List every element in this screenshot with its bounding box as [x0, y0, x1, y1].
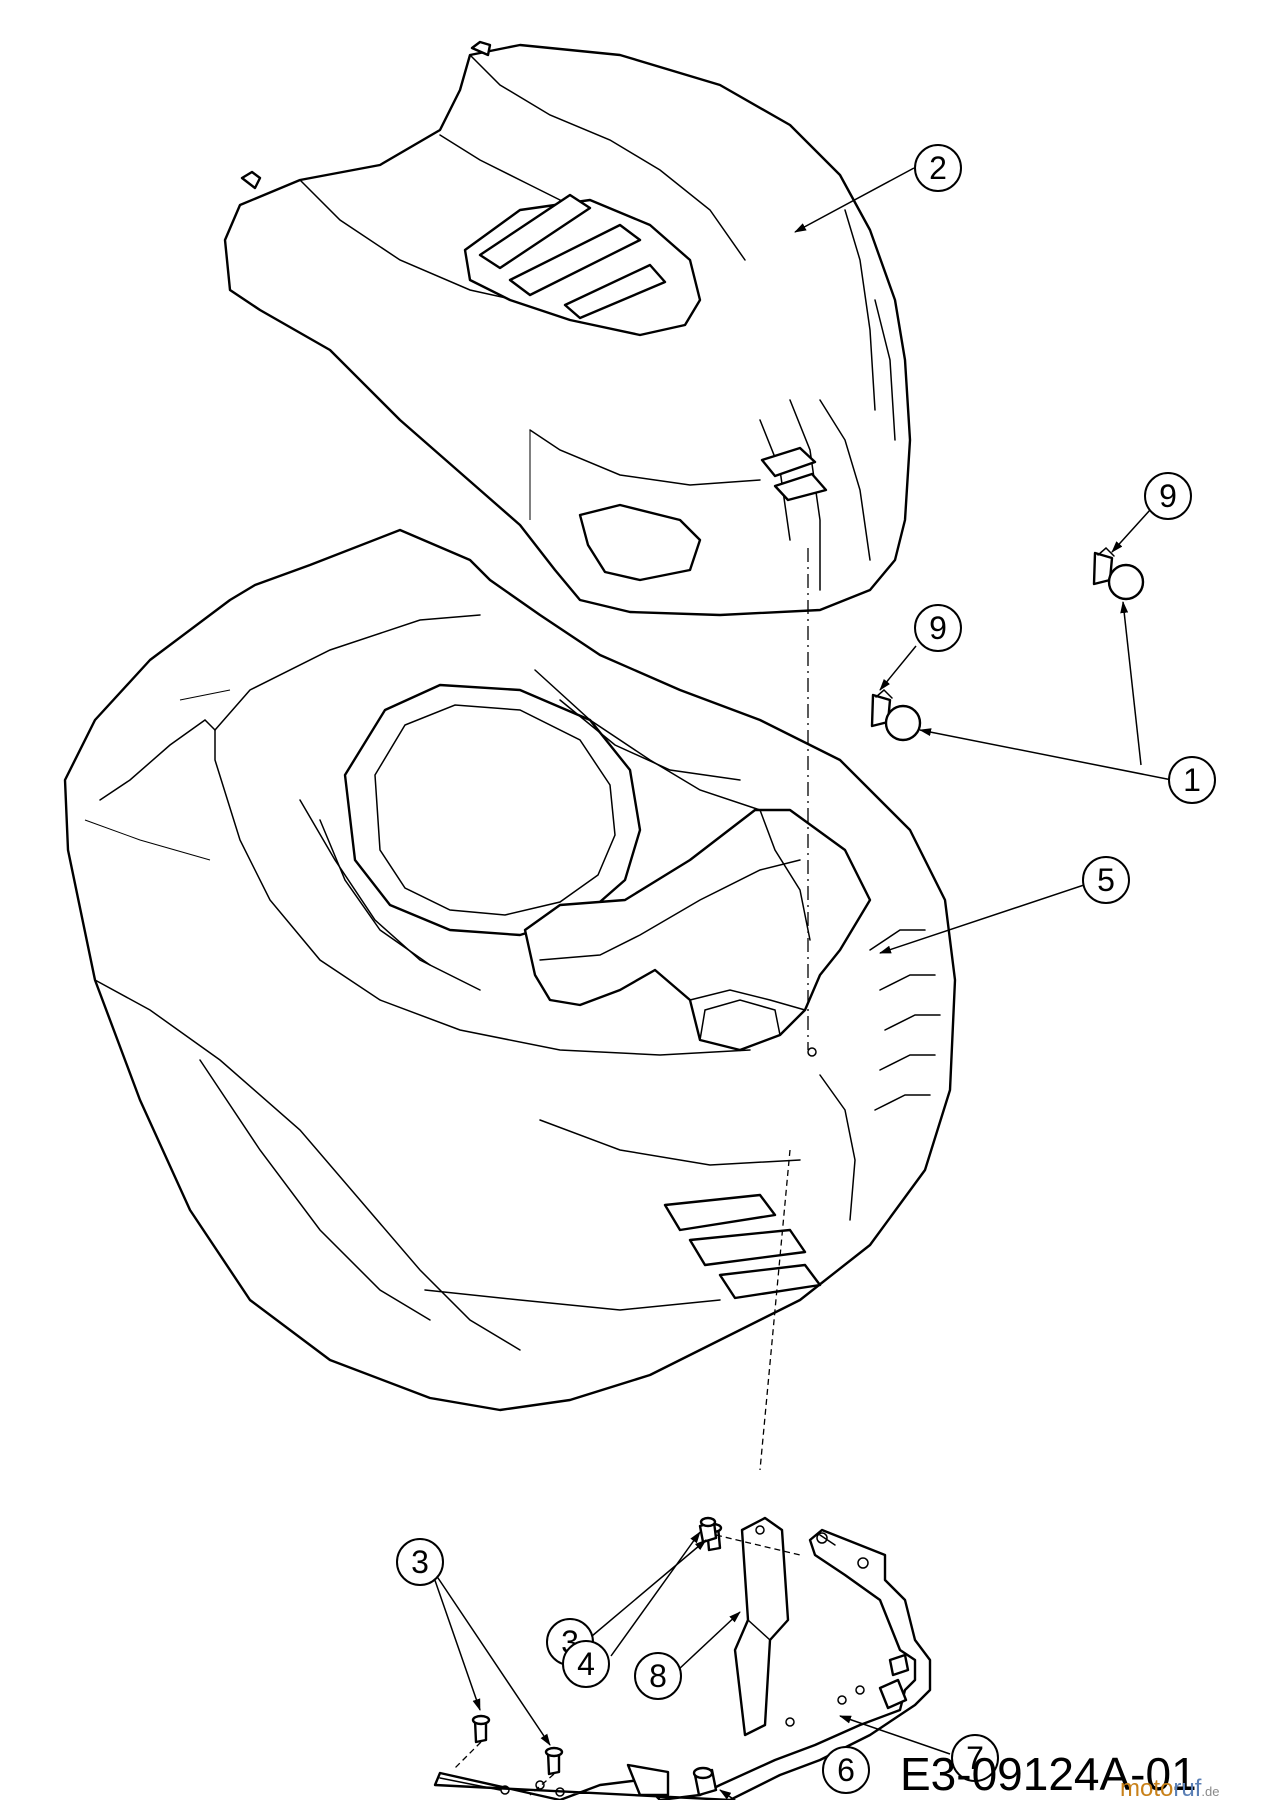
bolt-3-left-a	[454, 1714, 491, 1769]
callout-2: 2	[914, 144, 962, 192]
bulb-upper	[1092, 546, 1145, 601]
mount-plate-part	[626, 1763, 670, 1797]
svg-text:7: 7	[966, 1740, 984, 1776]
svg-text:1: 1	[1183, 762, 1201, 798]
hood-part	[63, 528, 957, 1412]
bolt-6	[692, 1766, 718, 1797]
nut-4	[698, 1516, 801, 1556]
svg-text:motoruf.de: motoruf.de	[1120, 1775, 1219, 1800]
watermark-suffix: .de	[1201, 1784, 1219, 1799]
watermark-part-a: moto	[1120, 1775, 1173, 1800]
watermark: motoruf.de	[1120, 1775, 1219, 1800]
callout-8: 8	[634, 1652, 682, 1700]
alignment-line-lower	[759, 1149, 791, 1471]
svg-text:3: 3	[411, 1544, 429, 1580]
svg-text:8: 8	[649, 1658, 667, 1694]
bulb-lower	[870, 688, 922, 742]
callout-3-left: 3	[396, 1538, 444, 1586]
svg-text:9: 9	[1159, 478, 1177, 514]
callout-9-upper: 9	[1144, 472, 1192, 520]
callout-5: 5	[1082, 856, 1130, 904]
bolt-3-left-b	[529, 1746, 564, 1796]
bracket-part	[733, 1516, 790, 1737]
leader-lines	[429, 167, 1173, 1800]
callout-7: 7	[951, 1734, 999, 1782]
callout-9-lower: 9	[914, 604, 962, 652]
callout-1: 1	[1168, 756, 1216, 804]
top-cover-part	[223, 40, 912, 617]
mounting-bar-part	[433, 1528, 932, 1800]
watermark-part-b: ruf	[1173, 1775, 1201, 1800]
svg-text:2: 2	[929, 150, 947, 186]
nut-bracket-right	[888, 1653, 910, 1677]
svg-text:4: 4	[577, 1646, 595, 1682]
callout-6: 6	[822, 1746, 870, 1794]
svg-text:6: 6	[837, 1752, 855, 1788]
svg-text:5: 5	[1097, 862, 1115, 898]
callout-4: 4	[562, 1640, 610, 1688]
drawing-code: E3-09124A-01	[900, 1748, 1197, 1800]
svg-text:9: 9	[929, 610, 947, 646]
